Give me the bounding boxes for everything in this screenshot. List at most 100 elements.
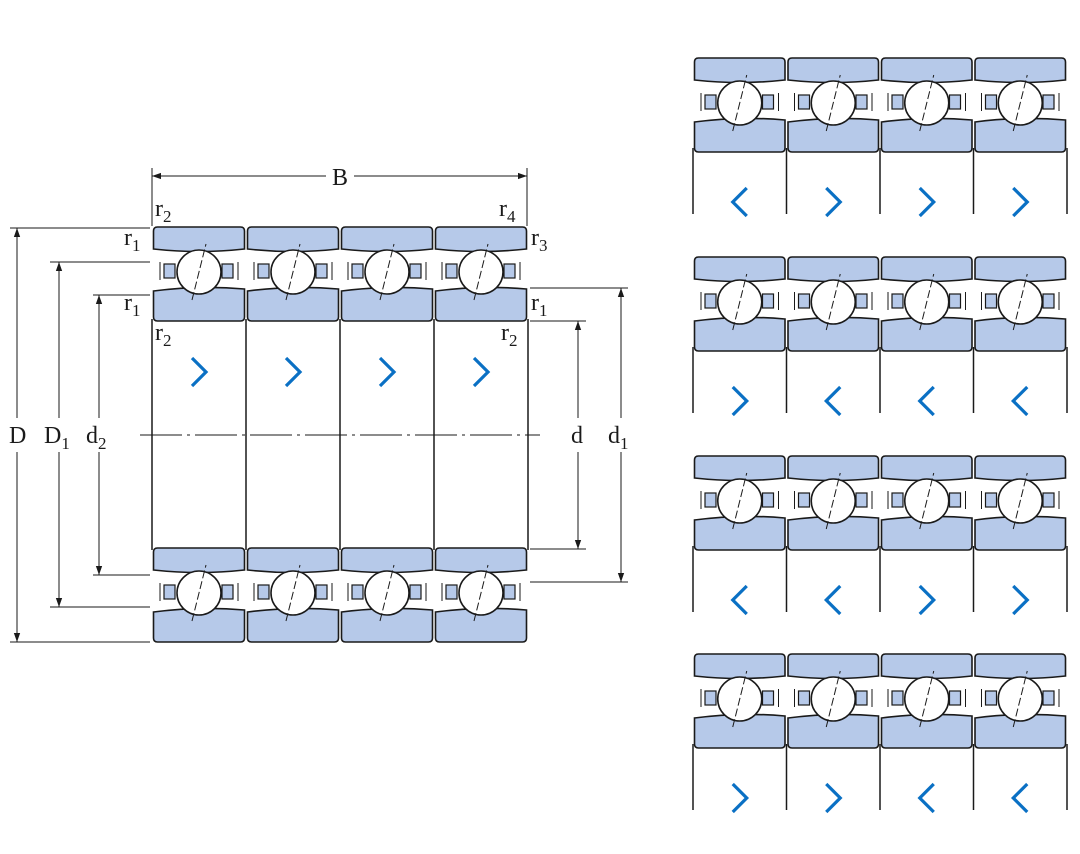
outer-ring: [974, 653, 1067, 680]
arrow-right-icon: [472, 356, 491, 388]
inner-shoulder-diameter-label-left: d2: [86, 423, 107, 453]
cage-right: [948, 94, 962, 110]
outer-ring: [880, 455, 973, 482]
cage-right: [1042, 94, 1055, 110]
cage-right: [948, 293, 962, 309]
contact-line: [732, 472, 748, 530]
contact-line: [825, 74, 841, 132]
cage-right: [761, 94, 775, 110]
arrangement-row: [692, 57, 1068, 218]
bearing-section: [787, 57, 880, 153]
arrangement-row: [692, 455, 1068, 616]
cage-right: [855, 492, 868, 508]
contact-line: [1012, 74, 1028, 132]
cage-left: [704, 690, 717, 706]
cage-left: [984, 492, 998, 508]
cage-left: [445, 584, 458, 600]
cage-left: [704, 94, 717, 110]
arrangement-variants: [692, 57, 1068, 814]
cage-right: [855, 94, 868, 110]
contact-line: [1012, 670, 1028, 728]
outer-ring: [787, 256, 880, 283]
cage-left: [797, 690, 811, 706]
cage-left: [163, 263, 176, 279]
arrow-left-icon: [917, 385, 935, 417]
cage-right: [1042, 293, 1055, 309]
outer-shoulder-diameter-label: D1: [44, 423, 70, 453]
bore-diameter-label: d: [571, 423, 583, 449]
bearing-section: [693, 256, 786, 352]
outer-ring: [152, 226, 246, 253]
arrangement-row: [692, 653, 1068, 814]
outer-ring: [693, 57, 786, 84]
bearing-section: [880, 57, 973, 153]
cage-left: [891, 293, 904, 309]
arrow-left-icon: [730, 584, 748, 616]
outer-ring: [152, 547, 246, 574]
arrow-right-icon: [378, 356, 397, 388]
arrow-left-icon: [730, 186, 748, 218]
cage-left: [984, 293, 998, 309]
outer-ring: [787, 455, 880, 482]
outer-ring: [880, 57, 973, 84]
arrow-right-icon: [190, 356, 209, 388]
bearing-section: [246, 226, 340, 322]
cage-left: [704, 293, 717, 309]
outer-ring: [693, 455, 786, 482]
contact-line: [732, 670, 748, 728]
outer-ring: [880, 256, 973, 283]
cage-left: [984, 690, 998, 706]
bearing-section: [693, 455, 786, 551]
cage-right: [855, 293, 868, 309]
outer-ring: [974, 256, 1067, 283]
cage-right: [221, 263, 234, 279]
cage-left: [797, 293, 811, 309]
cage-left: [797, 94, 811, 110]
cage-right: [315, 263, 328, 279]
outer-diameter-label: D: [9, 423, 26, 449]
contact-line: [732, 273, 748, 331]
bearing-section: [340, 226, 434, 322]
contact-line: [473, 243, 489, 301]
cage-left: [257, 584, 270, 600]
bearing-section: [787, 455, 880, 551]
outer-ring: [974, 455, 1067, 482]
outer-ring: [787, 57, 880, 84]
arrow-right-icon: [1012, 186, 1030, 218]
contact-line: [379, 564, 395, 622]
cage-right: [503, 584, 516, 600]
chamfer-label-r4-top-right: r4: [499, 196, 516, 226]
cage-right: [1042, 492, 1055, 508]
arrow-right-icon: [918, 186, 937, 218]
contact-line: [919, 472, 935, 530]
cage-left: [257, 263, 270, 279]
width-label: B: [332, 165, 348, 191]
bearing-section: [880, 256, 973, 352]
bearing-section: [787, 653, 880, 749]
bearing-section: [434, 226, 528, 322]
bearing-section: [152, 226, 246, 322]
arrow-left-icon: [917, 782, 935, 814]
arrow-right-icon: [1012, 584, 1030, 616]
cage-left: [163, 584, 176, 600]
contact-line: [1012, 273, 1028, 331]
outer-ring: [693, 256, 786, 283]
bearing-section: [693, 57, 786, 153]
outer-ring: [340, 547, 434, 574]
arrow-right-icon: [825, 186, 843, 218]
cage-right: [948, 492, 962, 508]
contact-line: [919, 273, 935, 331]
contact-line: [473, 564, 489, 622]
dimension-labels: B D D1 d2 d d1 r2 r1 r1 r2 r4 r3 r1 r2: [9, 165, 629, 453]
contact-line: [379, 243, 395, 301]
chamfer-label-r2-mid-left: r2: [155, 320, 172, 350]
chamfer-label-r1-mid-right: r1: [531, 290, 548, 320]
cage-right: [221, 584, 234, 600]
outer-ring: [880, 653, 973, 680]
contact-line: [191, 564, 207, 622]
outer-ring: [434, 226, 528, 253]
contact-line: [1012, 472, 1028, 530]
arrangement-row: [692, 256, 1068, 417]
cage-left: [351, 263, 364, 279]
